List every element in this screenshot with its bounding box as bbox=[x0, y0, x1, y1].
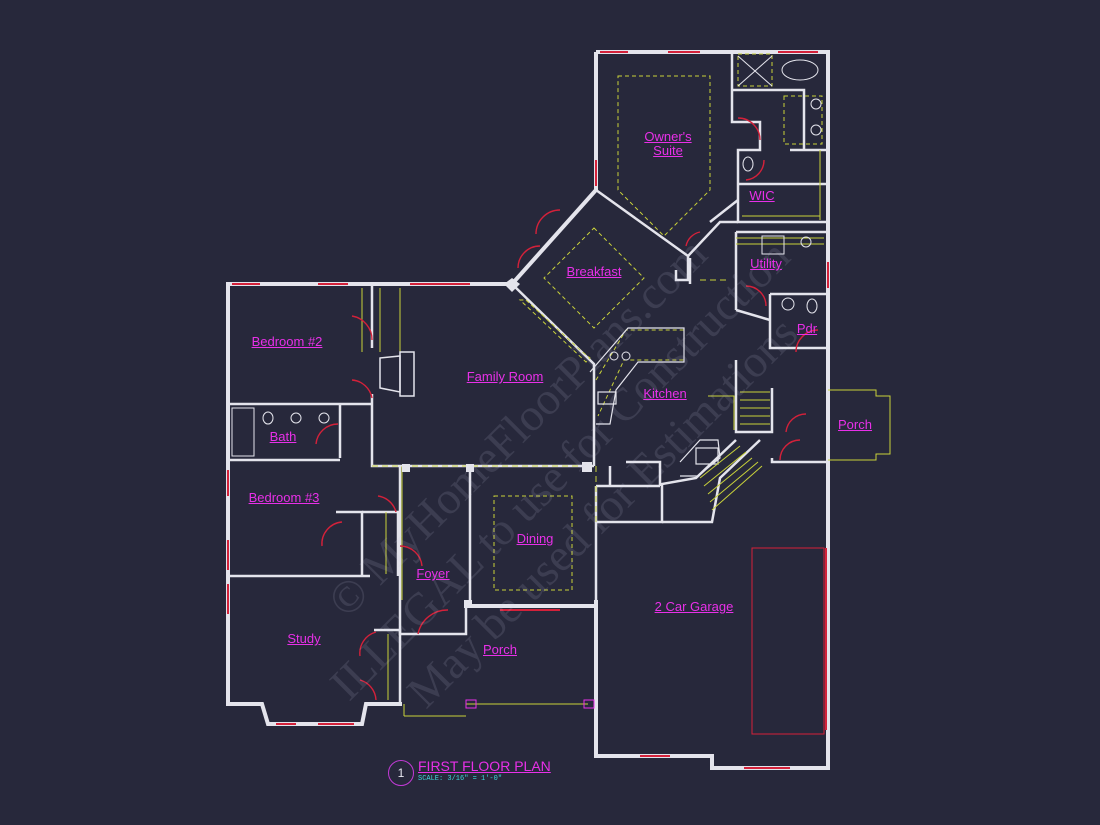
label-porch-front: Porch bbox=[483, 642, 517, 657]
bath-fixtures bbox=[231, 55, 822, 457]
ceiling-outlines bbox=[493, 53, 823, 591]
label-garage: 2 Car Garage bbox=[654, 599, 734, 614]
kitchen-counters bbox=[589, 327, 721, 477]
label-bedroom-3: Bedroom #3 bbox=[248, 490, 320, 505]
window-marks bbox=[227, 51, 829, 769]
label-bath: Bath bbox=[269, 429, 297, 444]
label-utility: Utility bbox=[750, 256, 782, 271]
doors bbox=[315, 117, 819, 701]
label-wic: WIC bbox=[749, 188, 775, 203]
fireplace bbox=[379, 351, 415, 397]
label-porch-side: Porch bbox=[838, 417, 872, 432]
label-pdr: Pdr bbox=[796, 321, 818, 336]
side-porch bbox=[828, 389, 891, 461]
label-kitchen: Kitchen bbox=[643, 386, 687, 401]
plan-title: FIRST FLOOR PLAN bbox=[418, 758, 551, 774]
label-foyer: Foyer bbox=[416, 566, 450, 581]
plan-number: 1 bbox=[388, 760, 414, 786]
label-study: Study bbox=[287, 631, 321, 646]
stairs bbox=[699, 391, 770, 511]
label-breakfast: Breakfast bbox=[566, 264, 622, 279]
label-owners-suite: Owner's Suite bbox=[644, 129, 692, 158]
label-bedroom-2: Bedroom #2 bbox=[251, 334, 323, 349]
garage-door bbox=[751, 547, 825, 735]
label-family-room: Family Room bbox=[466, 369, 544, 384]
plan-scale: SCALE: 3/16" = 1'-0" bbox=[418, 775, 503, 783]
interior-walls bbox=[228, 52, 828, 704]
label-dining: Dining bbox=[516, 531, 554, 546]
columns bbox=[402, 278, 595, 709]
